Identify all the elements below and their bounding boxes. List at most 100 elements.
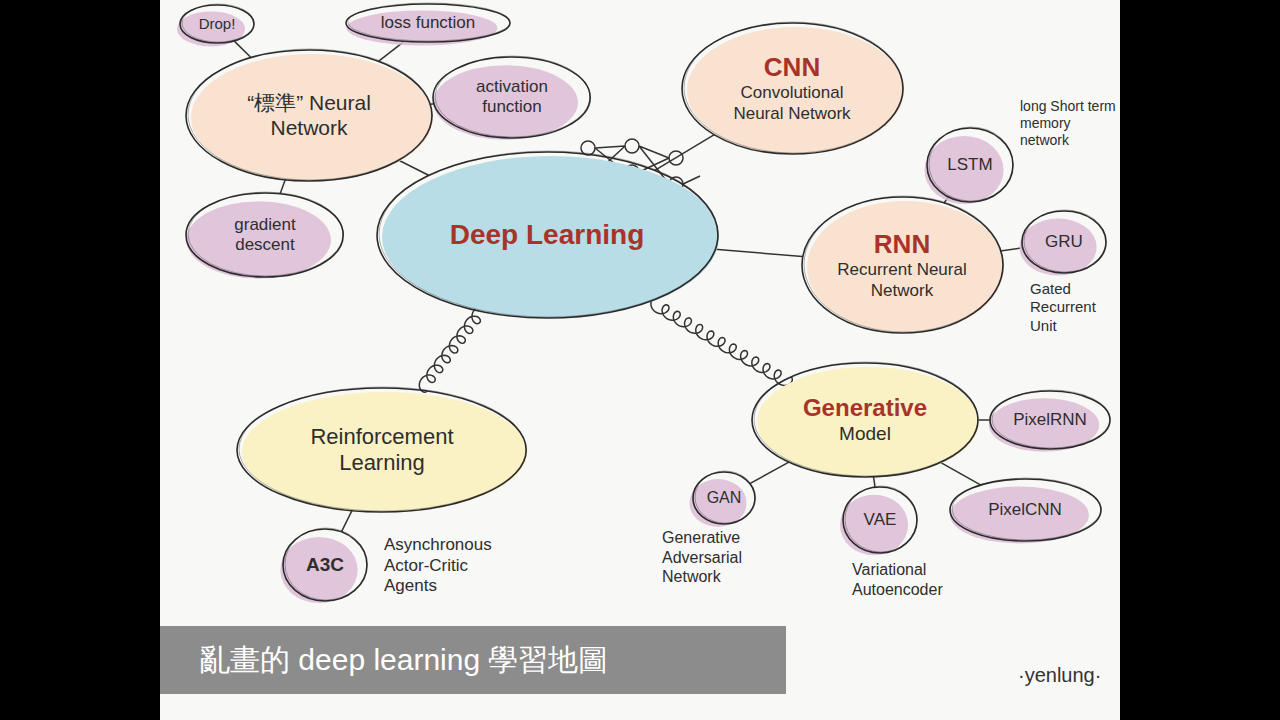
- connector-line: [940, 462, 980, 485]
- node-text: Convolutional Neural Network: [727, 83, 857, 124]
- connector-line: [1000, 248, 1022, 251]
- acronym-bubble: GANGenerative Adversarial Network: [691, 470, 757, 526]
- spring-connector: [651, 298, 792, 385]
- connector-line: [715, 249, 802, 256]
- connector-line: [234, 41, 251, 57]
- node-border-sketch: [992, 390, 1110, 448]
- node-text: Model: [839, 423, 891, 446]
- node-border-sketch: [929, 127, 1013, 201]
- node-content: Drop!: [199, 15, 236, 33]
- acronym-bubble: LSTMlong Short term memory network: [925, 126, 1015, 204]
- node-highlight: [840, 495, 908, 556]
- node-border-sketch: [188, 192, 343, 276]
- node-highlight: [280, 537, 357, 603]
- node-heading: RNN: [874, 229, 930, 260]
- node-border: [843, 487, 917, 553]
- topic-bubble: gradient descent: [184, 191, 345, 279]
- node-border: [186, 193, 343, 277]
- node-border-sketch: [952, 478, 1101, 540]
- node-heading: Drop!: [199, 15, 236, 33]
- acronym-bubble: A3CAsynchronous Actor-Critic Agents: [281, 527, 369, 603]
- node-border: [237, 388, 526, 512]
- node-border-sketch: [379, 151, 718, 317]
- node-border-sketch: [285, 528, 367, 600]
- node-border-sketch: [845, 486, 917, 552]
- connector-line: [398, 160, 428, 175]
- caption-band: 亂畫的 deep learning 學習地圖: [160, 626, 786, 694]
- node-heading: PixelRNN: [1013, 410, 1087, 430]
- signature-label: ·yenlung·: [1018, 664, 1101, 687]
- node-border-sketch: [1024, 210, 1106, 272]
- node-highlight: [187, 201, 332, 278]
- node-highlight: [347, 11, 498, 46]
- node-border: [283, 529, 367, 601]
- node-outline: [184, 48, 434, 183]
- node-content: GAN: [707, 488, 742, 507]
- node-heading: PixelCNN: [988, 500, 1062, 520]
- node-content: “標準” Neural Network: [224, 90, 394, 140]
- node-content: loss function: [381, 13, 476, 33]
- topic-cloud: GenerativeModel: [750, 361, 980, 479]
- node-heading: Reinforcement Learning: [277, 424, 487, 477]
- node-border-sketch: [239, 387, 526, 511]
- node-heading: CNN: [764, 52, 820, 83]
- connector-line: [750, 462, 789, 484]
- node-border: [186, 50, 432, 181]
- node-content: activation function: [457, 77, 567, 118]
- node-content: gradient descent: [210, 215, 320, 256]
- node-border: [950, 479, 1101, 541]
- node-heading: “標準” Neural Network: [224, 90, 394, 140]
- node-heading: GRU: [1045, 232, 1083, 252]
- node-border: [433, 57, 590, 138]
- node-border: [1022, 211, 1106, 273]
- node-border: [346, 4, 510, 42]
- node-text: Recurrent Neural Network: [837, 260, 967, 301]
- node-border: [927, 128, 1013, 202]
- node-border-sketch: [684, 22, 903, 153]
- node-heading: Generative: [803, 394, 927, 423]
- node-content: A3C: [306, 554, 344, 577]
- node-border: [802, 197, 1003, 333]
- topic-bubble: activation function: [431, 55, 592, 140]
- node-heading: VAE: [864, 510, 897, 530]
- node-border-sketch: [182, 4, 254, 42]
- node-highlight: [1019, 218, 1096, 275]
- node-border-sketch: [695, 471, 755, 523]
- central-topic: Deep Learning: [375, 150, 720, 320]
- node-heading: LSTM: [947, 155, 992, 175]
- node-heading: GAN: [707, 488, 742, 507]
- node-content: Deep Learning: [450, 218, 644, 252]
- node-note: long Short term memory network: [1020, 98, 1118, 149]
- node-highlight: [689, 479, 746, 527]
- node-note: Generative Adversarial Network: [662, 528, 767, 587]
- node-highlight: [434, 65, 579, 140]
- node-border: [990, 391, 1110, 449]
- topic-cloud: “標準” Neural Network: [184, 48, 434, 183]
- node-content: CNNConvolutional Neural Network: [727, 52, 857, 124]
- node-heading: gradient descent: [210, 215, 320, 256]
- node-content: PixelRNN: [1013, 410, 1087, 430]
- node-border-sketch: [435, 56, 590, 137]
- node-border-sketch: [754, 362, 978, 476]
- node-content: LSTM: [947, 155, 992, 175]
- connector-line: [654, 135, 714, 171]
- connector-line: [341, 511, 352, 532]
- node-border: [377, 152, 718, 318]
- topic-bubble: PixelCNN: [948, 477, 1103, 543]
- node-heading: loss function: [381, 13, 476, 33]
- node-border-sketch: [348, 3, 510, 41]
- connector-line: [978, 419, 990, 421]
- connector-line: [280, 179, 285, 193]
- node-border: [682, 23, 903, 154]
- node-content: Reinforcement Learning: [277, 424, 487, 477]
- topic-bubble: loss function: [344, 2, 512, 44]
- topic-cloud: CNNConvolutional Neural Network: [680, 21, 905, 156]
- node-border: [752, 363, 978, 477]
- acronym-bubble: GRUGated Recurrent Unit: [1020, 209, 1108, 275]
- node-content: GenerativeModel: [803, 394, 927, 446]
- node-note: Asynchronous Actor-Critic Agents: [384, 535, 524, 597]
- node-note: Variational Autoencoder: [852, 560, 987, 599]
- node-content: RNNRecurrent Neural Network: [837, 229, 967, 301]
- node-highlight: [924, 136, 1003, 204]
